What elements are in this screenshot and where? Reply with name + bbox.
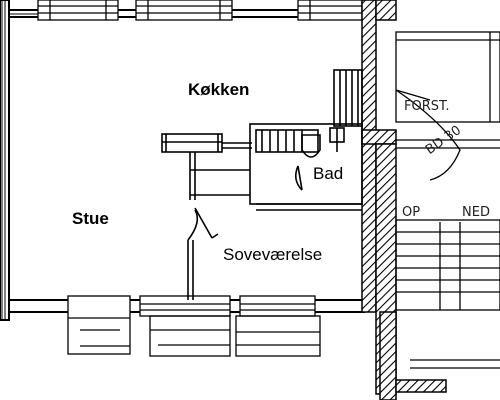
hatched-wall: [361, 0, 447, 400]
room-label-kitchen: Køkken: [188, 80, 249, 99]
room-label-bathroom: Bad: [313, 164, 343, 183]
interior-walls: [161, 69, 363, 300]
up-note: OP: [402, 205, 420, 220]
room-label-bedroom: Soveværelse: [223, 245, 322, 264]
outer-walls: [0, 0, 365, 321]
stairs-note: FORST.: [404, 99, 450, 114]
top-windows: [37, 0, 363, 21]
stairwell: [395, 31, 500, 369]
room-label-living-room: Stue: [72, 209, 109, 228]
down-note: NED: [462, 205, 490, 220]
bottom-windows: [67, 295, 321, 357]
